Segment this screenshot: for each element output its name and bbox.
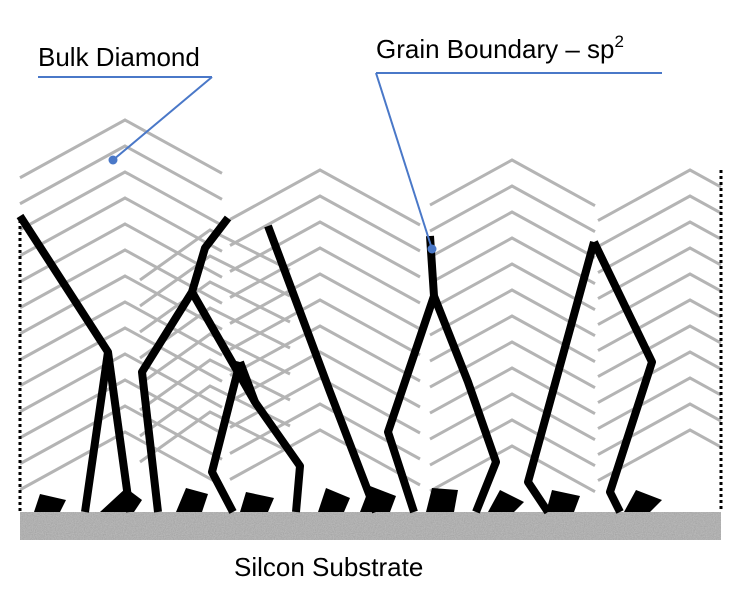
growth-line-0-1	[19, 144, 223, 206]
growth-line-3-8	[597, 376, 722, 430]
grain-boundary-path-10	[524, 240, 598, 515]
growth-line-3-7	[597, 350, 722, 404]
growth-line-mid-2	[139, 280, 291, 334]
nucleation-seed-3	[240, 492, 274, 512]
grain-boundary-path-9	[590, 240, 656, 514]
nucleation-seed-9	[624, 490, 662, 512]
growth-line-3-0	[597, 168, 722, 222]
growth-line-0-0	[19, 118, 223, 180]
grain-boundary-label: Grain Boundary – sp2	[376, 32, 624, 64]
growth-line-0-10	[19, 378, 223, 440]
growth-line-0-2	[19, 170, 223, 232]
growth-line-0-4	[19, 222, 223, 284]
growth-line-3-6	[597, 324, 722, 378]
growth-line-1-10	[229, 428, 421, 487]
bulk-diamond-callout-dot	[108, 155, 118, 165]
nucleation-seed-2	[176, 488, 208, 512]
growth-line-2-11	[429, 444, 596, 493]
grain-boundary-path-1	[104, 351, 134, 513]
growth-line-2-10	[429, 418, 596, 467]
growth-line-0-5	[19, 248, 223, 310]
growth-line-mid-1	[139, 254, 291, 308]
growth-line-1-0	[229, 168, 421, 227]
growth-line-2-3	[429, 236, 596, 285]
bulk-diamond-label: Bulk Diamond	[38, 42, 200, 72]
growth-line-2-4	[429, 262, 596, 311]
nucleation-seed-4	[318, 488, 350, 512]
bulk-diamond-callout-line	[112, 76, 213, 161]
growth-line-3-2	[597, 220, 722, 274]
growth-line-mid-0	[139, 228, 291, 282]
grain-boundary-callout-dot	[427, 244, 437, 254]
growth-line-3-1	[597, 194, 722, 248]
grain-boundaries	[16, 213, 656, 515]
silicon-substrate	[20, 512, 721, 540]
substrate-label: Silcon Substrate	[234, 552, 423, 582]
grain-boundary-path-5	[236, 360, 259, 404]
growth-line-3-10	[597, 428, 722, 482]
growth-line-2-0	[429, 158, 596, 207]
growth-line-2-8	[429, 366, 596, 415]
growth-line-mid-7	[139, 410, 291, 464]
growth-line-0-12	[19, 430, 223, 492]
growth-line-2-9	[429, 392, 596, 441]
growth-line-0-6	[19, 274, 223, 336]
grain-boundary-path-6	[264, 224, 380, 514]
nucleation-seed-1	[100, 488, 142, 512]
growth-line-1-1	[229, 194, 421, 253]
grain-boundary-path-4	[208, 361, 244, 514]
grain-boundary-path-0	[16, 213, 112, 513]
growth-line-2-5	[429, 288, 596, 337]
grain-boundary-callout-line	[375, 72, 433, 250]
growth-line-0-9	[19, 352, 223, 414]
nucleation-seed-0	[34, 494, 66, 512]
nucleation-seed-7	[488, 490, 524, 512]
grain-boundary-label-superscript: 2	[614, 32, 623, 51]
growth-line-2-1	[429, 184, 596, 233]
growth-line-0-3	[19, 196, 223, 258]
grain-boundary-label-text: Grain Boundary – sp	[376, 34, 614, 64]
growth-line-2-2	[429, 210, 596, 259]
nucleation-seed-8	[546, 490, 580, 512]
nucleation-seed-6	[426, 488, 458, 512]
bulk-diamond-growth-lines	[19, 118, 722, 493]
growth-line-3-3	[597, 246, 722, 300]
growth-line-0-7	[19, 300, 223, 362]
grain-boundary-path-7	[384, 235, 438, 514]
grain-boundary-path-3	[188, 290, 304, 513]
growth-line-mid-5	[139, 358, 291, 412]
growth-line-mid-4	[139, 332, 291, 386]
growth-line-0-8	[19, 326, 223, 388]
grain-boundary-path-8	[430, 294, 500, 514]
growth-line-2-7	[429, 340, 596, 389]
growth-line-0-11	[19, 404, 223, 466]
growth-line-3-5	[597, 298, 722, 352]
